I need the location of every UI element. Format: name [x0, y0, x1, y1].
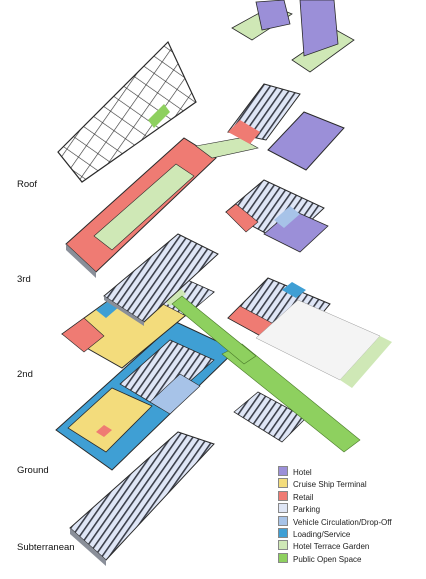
second-plaza-green — [340, 336, 392, 388]
legend-label: Parking — [293, 505, 321, 515]
roof-hotel-retail — [228, 120, 260, 144]
level-label-second: 2nd — [17, 369, 33, 380]
legend-label: Public Open Space — [293, 554, 362, 564]
roof-retail-edge — [66, 244, 96, 278]
roof-canopy-structure — [57, 40, 197, 183]
level-label-roof: Roof — [17, 179, 38, 190]
level-label-third: 3rd — [17, 274, 31, 285]
legend-item-hotel: Hotel — [278, 466, 418, 478]
subterranean-parking-slab — [69, 431, 215, 566]
legend-swatch — [278, 527, 288, 538]
legend-label: Loading/Service — [293, 529, 351, 539]
legend-label: Hotel — [293, 468, 312, 477]
legend-swatch — [278, 540, 288, 551]
roof-canopy-green — [148, 104, 170, 128]
legend: Hotel Cruise Ship Terminal Retail Parkin… — [278, 466, 418, 565]
legend-swatch — [278, 490, 288, 501]
legend-label: Cruise Ship Terminal — [293, 480, 367, 490]
legend-item-public-open-space: Public Open Space — [278, 552, 418, 565]
legend-swatch — [278, 515, 288, 526]
legend-label: Hotel Terrace Garden — [293, 542, 370, 552]
tower-left — [255, 0, 291, 31]
third-hotel-retail — [225, 203, 259, 233]
ground-level — [55, 321, 361, 471]
ground-terminal-block — [67, 387, 153, 453]
second-hotel-loading — [282, 282, 306, 298]
second-open-space-bridge — [171, 295, 257, 365]
legend-item-hotel-terrace-garden: Hotel Terrace Garden — [278, 540, 418, 552]
legend-swatch — [278, 503, 288, 514]
legend-label: Vehicle Circulation/Drop-Off — [293, 517, 392, 527]
subterranean-slab — [69, 431, 215, 561]
second-retail-zone — [61, 317, 105, 353]
ground-retail-spot — [96, 425, 112, 437]
second-level — [61, 265, 392, 388]
level-label-ground: Ground — [17, 465, 49, 476]
roof-terrace-garden — [93, 163, 195, 251]
roof-level — [57, 40, 345, 278]
level-label-subterranean: Subterranean — [17, 542, 75, 553]
legend-swatch — [278, 552, 288, 563]
legend-item-vehicle-circulation: Vehicle Circulation/Drop-Off — [278, 515, 418, 528]
ground-vehicle-block — [149, 373, 201, 415]
roof-walkway-bridge — [195, 137, 259, 159]
third-level — [103, 179, 329, 326]
third-hotel-vehicle — [274, 206, 300, 228]
tower-right — [299, 0, 339, 57]
legend-label: Retail — [293, 492, 314, 502]
third-parking-edge — [104, 296, 144, 326]
legend-item-cruise-ship-terminal: Cruise Ship Terminal — [278, 478, 418, 490]
legend-swatch — [278, 478, 288, 489]
ground-parking-block — [119, 339, 215, 409]
legend-item-parking: Parking — [278, 503, 418, 515]
roof-hotel-rooms — [267, 111, 345, 171]
legend-item-loading-service: Loading/Service — [278, 527, 418, 540]
hotel-towers — [231, 0, 355, 73]
legend-swatch — [278, 466, 288, 476]
legend-item-retail: Retail — [278, 490, 418, 503]
subterranean-slab-edge — [70, 528, 106, 566]
